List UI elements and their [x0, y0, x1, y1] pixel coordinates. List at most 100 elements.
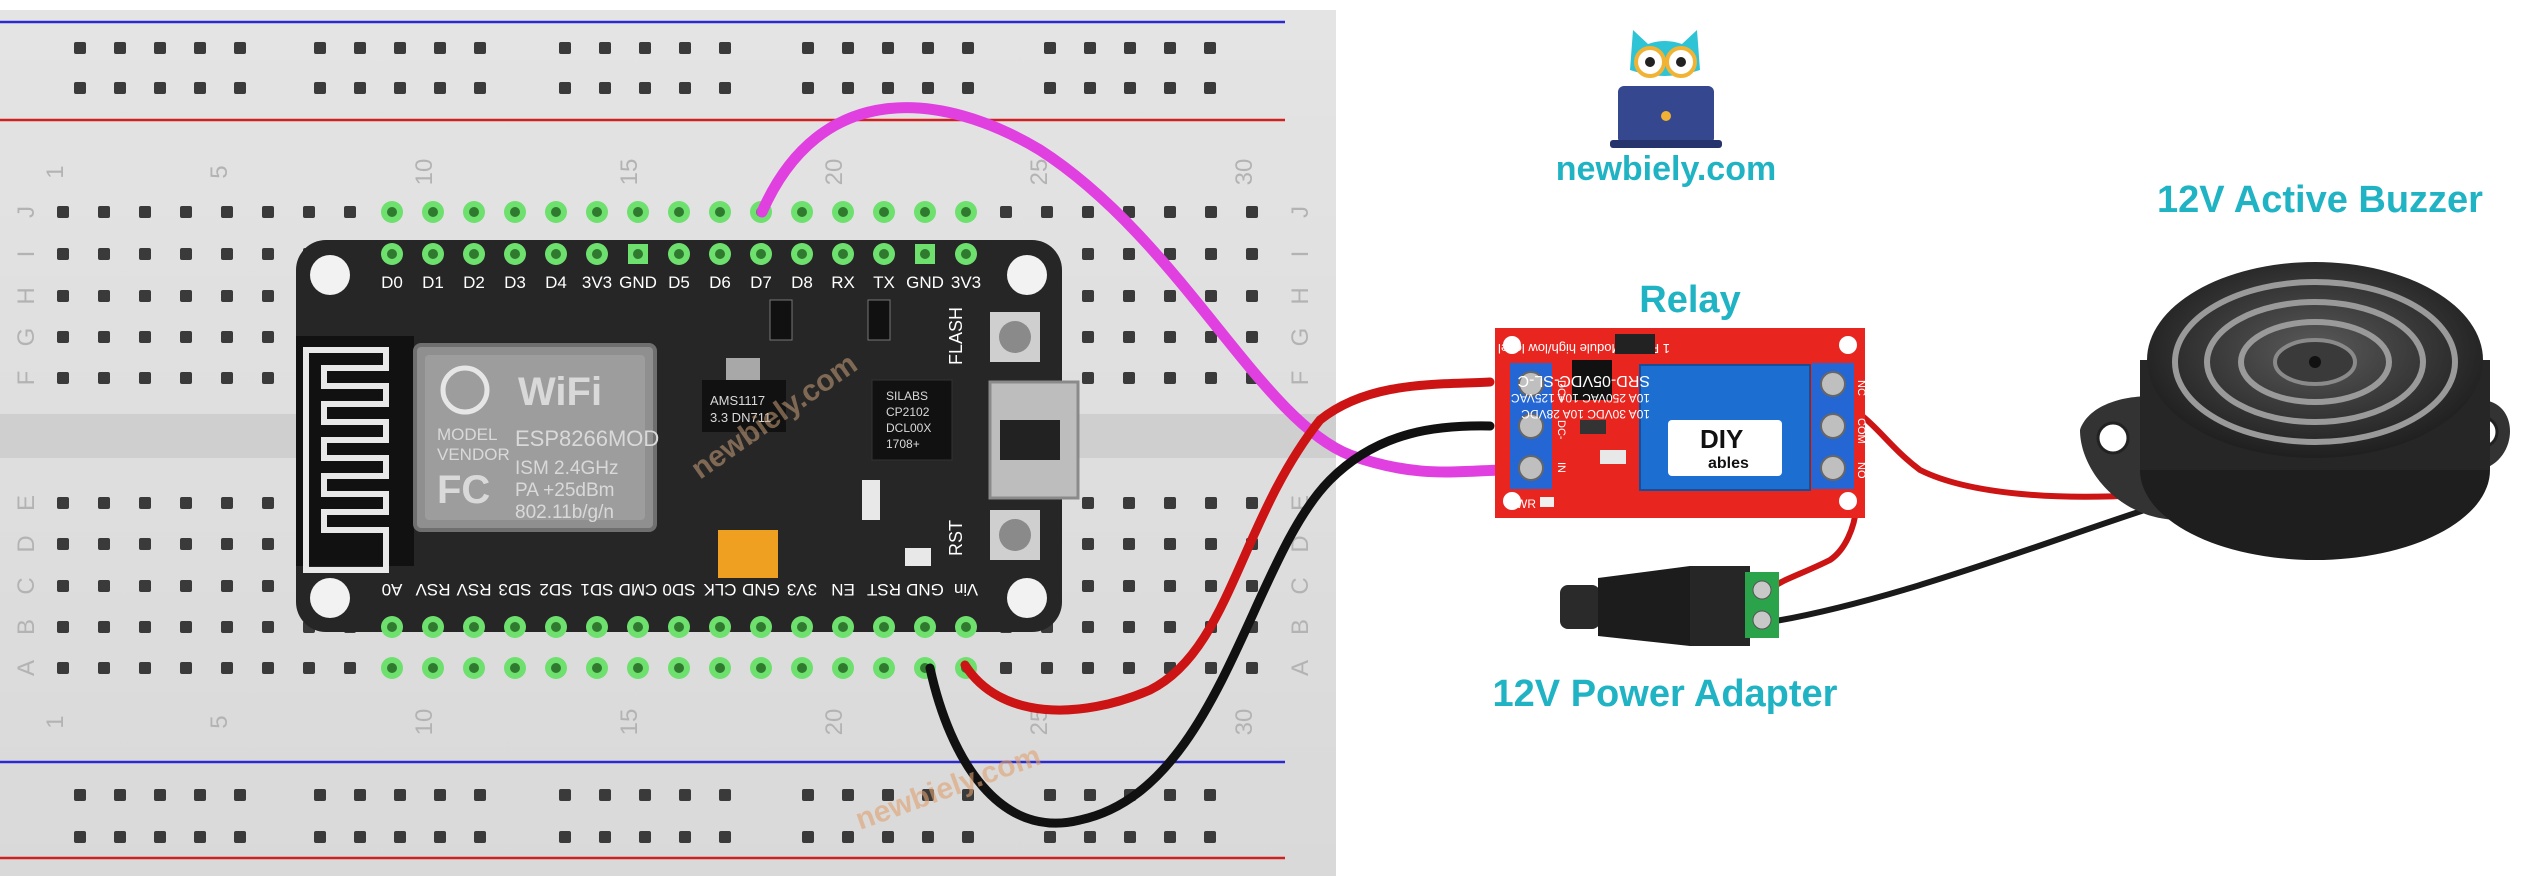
rail-hole	[962, 831, 974, 843]
esp-header-pin-hole	[428, 622, 438, 632]
rail-hole	[802, 42, 814, 54]
esp-header-pin-hole	[961, 207, 971, 217]
rail-hole	[559, 789, 571, 801]
breadboard-hole	[1082, 331, 1094, 343]
spec-line-2: PA +25dBm	[515, 480, 614, 501]
buzzer-title: 12V Active Buzzer	[2157, 179, 2483, 221]
breadboard-hole	[180, 580, 192, 592]
breadboard-row-label: G	[1287, 328, 1314, 347]
breadboard-hole	[1123, 372, 1135, 384]
breadboard-hole	[57, 331, 69, 343]
rail-hole	[1164, 82, 1176, 94]
breadboard-row-label: J	[13, 206, 40, 218]
breadboard-hole	[1082, 290, 1094, 302]
rail-hole	[474, 82, 486, 94]
usb-uart-chip	[871, 379, 953, 461]
breadboard-row-label: I	[1287, 251, 1314, 258]
rail-hole	[679, 789, 691, 801]
breadboard-hole	[98, 248, 110, 260]
regulator-chip	[702, 380, 786, 432]
breadboard-hole	[1205, 372, 1217, 384]
breadboard-hole	[262, 538, 274, 550]
mount-hole	[310, 255, 350, 295]
breadboard-hole	[57, 538, 69, 550]
breadboard-row-label: D	[1287, 535, 1314, 552]
breadboard-hole	[1164, 580, 1176, 592]
esp-header-pin-hole	[592, 622, 602, 632]
rail-hole	[74, 831, 86, 843]
breadboard-hole	[98, 538, 110, 550]
esp-pin-label: GND	[906, 273, 944, 292]
esp-header-pin-hole	[387, 622, 397, 632]
esp-pin-label: D8	[791, 273, 813, 292]
rail-hole	[114, 42, 126, 54]
breadboard-hole	[57, 372, 69, 384]
esp-header-pin-hole	[551, 622, 561, 632]
breadboard-hole	[1041, 662, 1053, 674]
rail-hole	[1044, 789, 1056, 801]
rail-hole	[234, 82, 246, 94]
rail-hole	[234, 831, 246, 843]
rst-button-cap[interactable]	[999, 519, 1031, 551]
rail-hole	[474, 789, 486, 801]
rail-hole	[154, 42, 166, 54]
breadboard-hole	[1041, 206, 1053, 218]
breadboard-hole	[1164, 248, 1176, 260]
rail-hole	[679, 42, 691, 54]
breadboard-hole	[98, 497, 110, 509]
black-wire-gnd-to-relay-dcminus	[925, 421, 1495, 828]
esp-header-pin-hole	[633, 663, 643, 673]
breadboard-hole	[344, 662, 356, 674]
esp-header-pin-hole	[510, 663, 520, 673]
esp-header-pin-hole	[715, 663, 725, 673]
breadboard-column-number: 30	[1231, 159, 1258, 186]
esp-header-pin-hole	[551, 663, 561, 673]
mount-hole	[1007, 578, 1047, 618]
relay-module: 1 Relay Module high/low level trigger DC…	[1457, 328, 1867, 518]
breadboard-hole	[221, 662, 233, 674]
breadboard-hole	[262, 580, 274, 592]
esp-header-pin-hole	[756, 663, 766, 673]
flash-button-cap[interactable]	[999, 321, 1031, 353]
rail-hole	[1164, 42, 1176, 54]
trigger-jumper[interactable]	[1615, 334, 1655, 354]
breadboard-hole	[221, 621, 233, 633]
breadboard-hole	[98, 331, 110, 343]
breadboard-hole	[262, 497, 274, 509]
relay-pin-no: NO	[1855, 462, 1867, 479]
breadboard-hole	[344, 206, 356, 218]
spec-line-3: 802.11b/g/n	[515, 502, 614, 523]
diyables-logo-box	[1668, 420, 1782, 476]
esp-pin-label: SD3	[498, 580, 531, 599]
breadboard-hole	[1082, 497, 1094, 509]
breadboard-hole	[1082, 372, 1094, 384]
esp-pin-label: TX	[873, 273, 895, 292]
breadboard-hole	[180, 372, 192, 384]
rail-hole	[354, 82, 366, 94]
breadboard-hole	[57, 206, 69, 218]
spec-line-1: ISM 2.4GHz	[515, 458, 618, 479]
esp-pin-label: D7	[750, 273, 772, 292]
fc-logo: FC	[437, 468, 490, 512]
esp-header-pin-hole	[797, 249, 807, 259]
rail-hole	[1044, 82, 1056, 94]
breadboard-hole	[139, 621, 151, 633]
usb-chip-line-2: CP2102	[886, 405, 930, 419]
rail-hole	[394, 831, 406, 843]
breadboard-hole	[180, 290, 192, 302]
pwr-label: PWR	[1508, 497, 1536, 511]
esp-header-pin-hole	[838, 249, 848, 259]
breadboard-row-label: I	[13, 251, 40, 258]
relay-mount-hole	[1503, 336, 1521, 354]
regulator-tab	[726, 358, 760, 380]
breadboard-hole	[221, 331, 233, 343]
relay-spec-line-1: SRD-05VDC-SL-C	[1518, 372, 1650, 389]
rail-hole	[599, 42, 611, 54]
esp-header-pin-hole	[879, 622, 889, 632]
rail-hole	[1084, 42, 1096, 54]
rail-hole	[1044, 831, 1056, 843]
relay-spec-line-3: 10A 30VDC 10A 28VDC	[1521, 407, 1650, 421]
model-label: MODEL	[437, 425, 497, 444]
breadboard-hole	[139, 538, 151, 550]
esp-header-pin-hole	[510, 207, 520, 217]
